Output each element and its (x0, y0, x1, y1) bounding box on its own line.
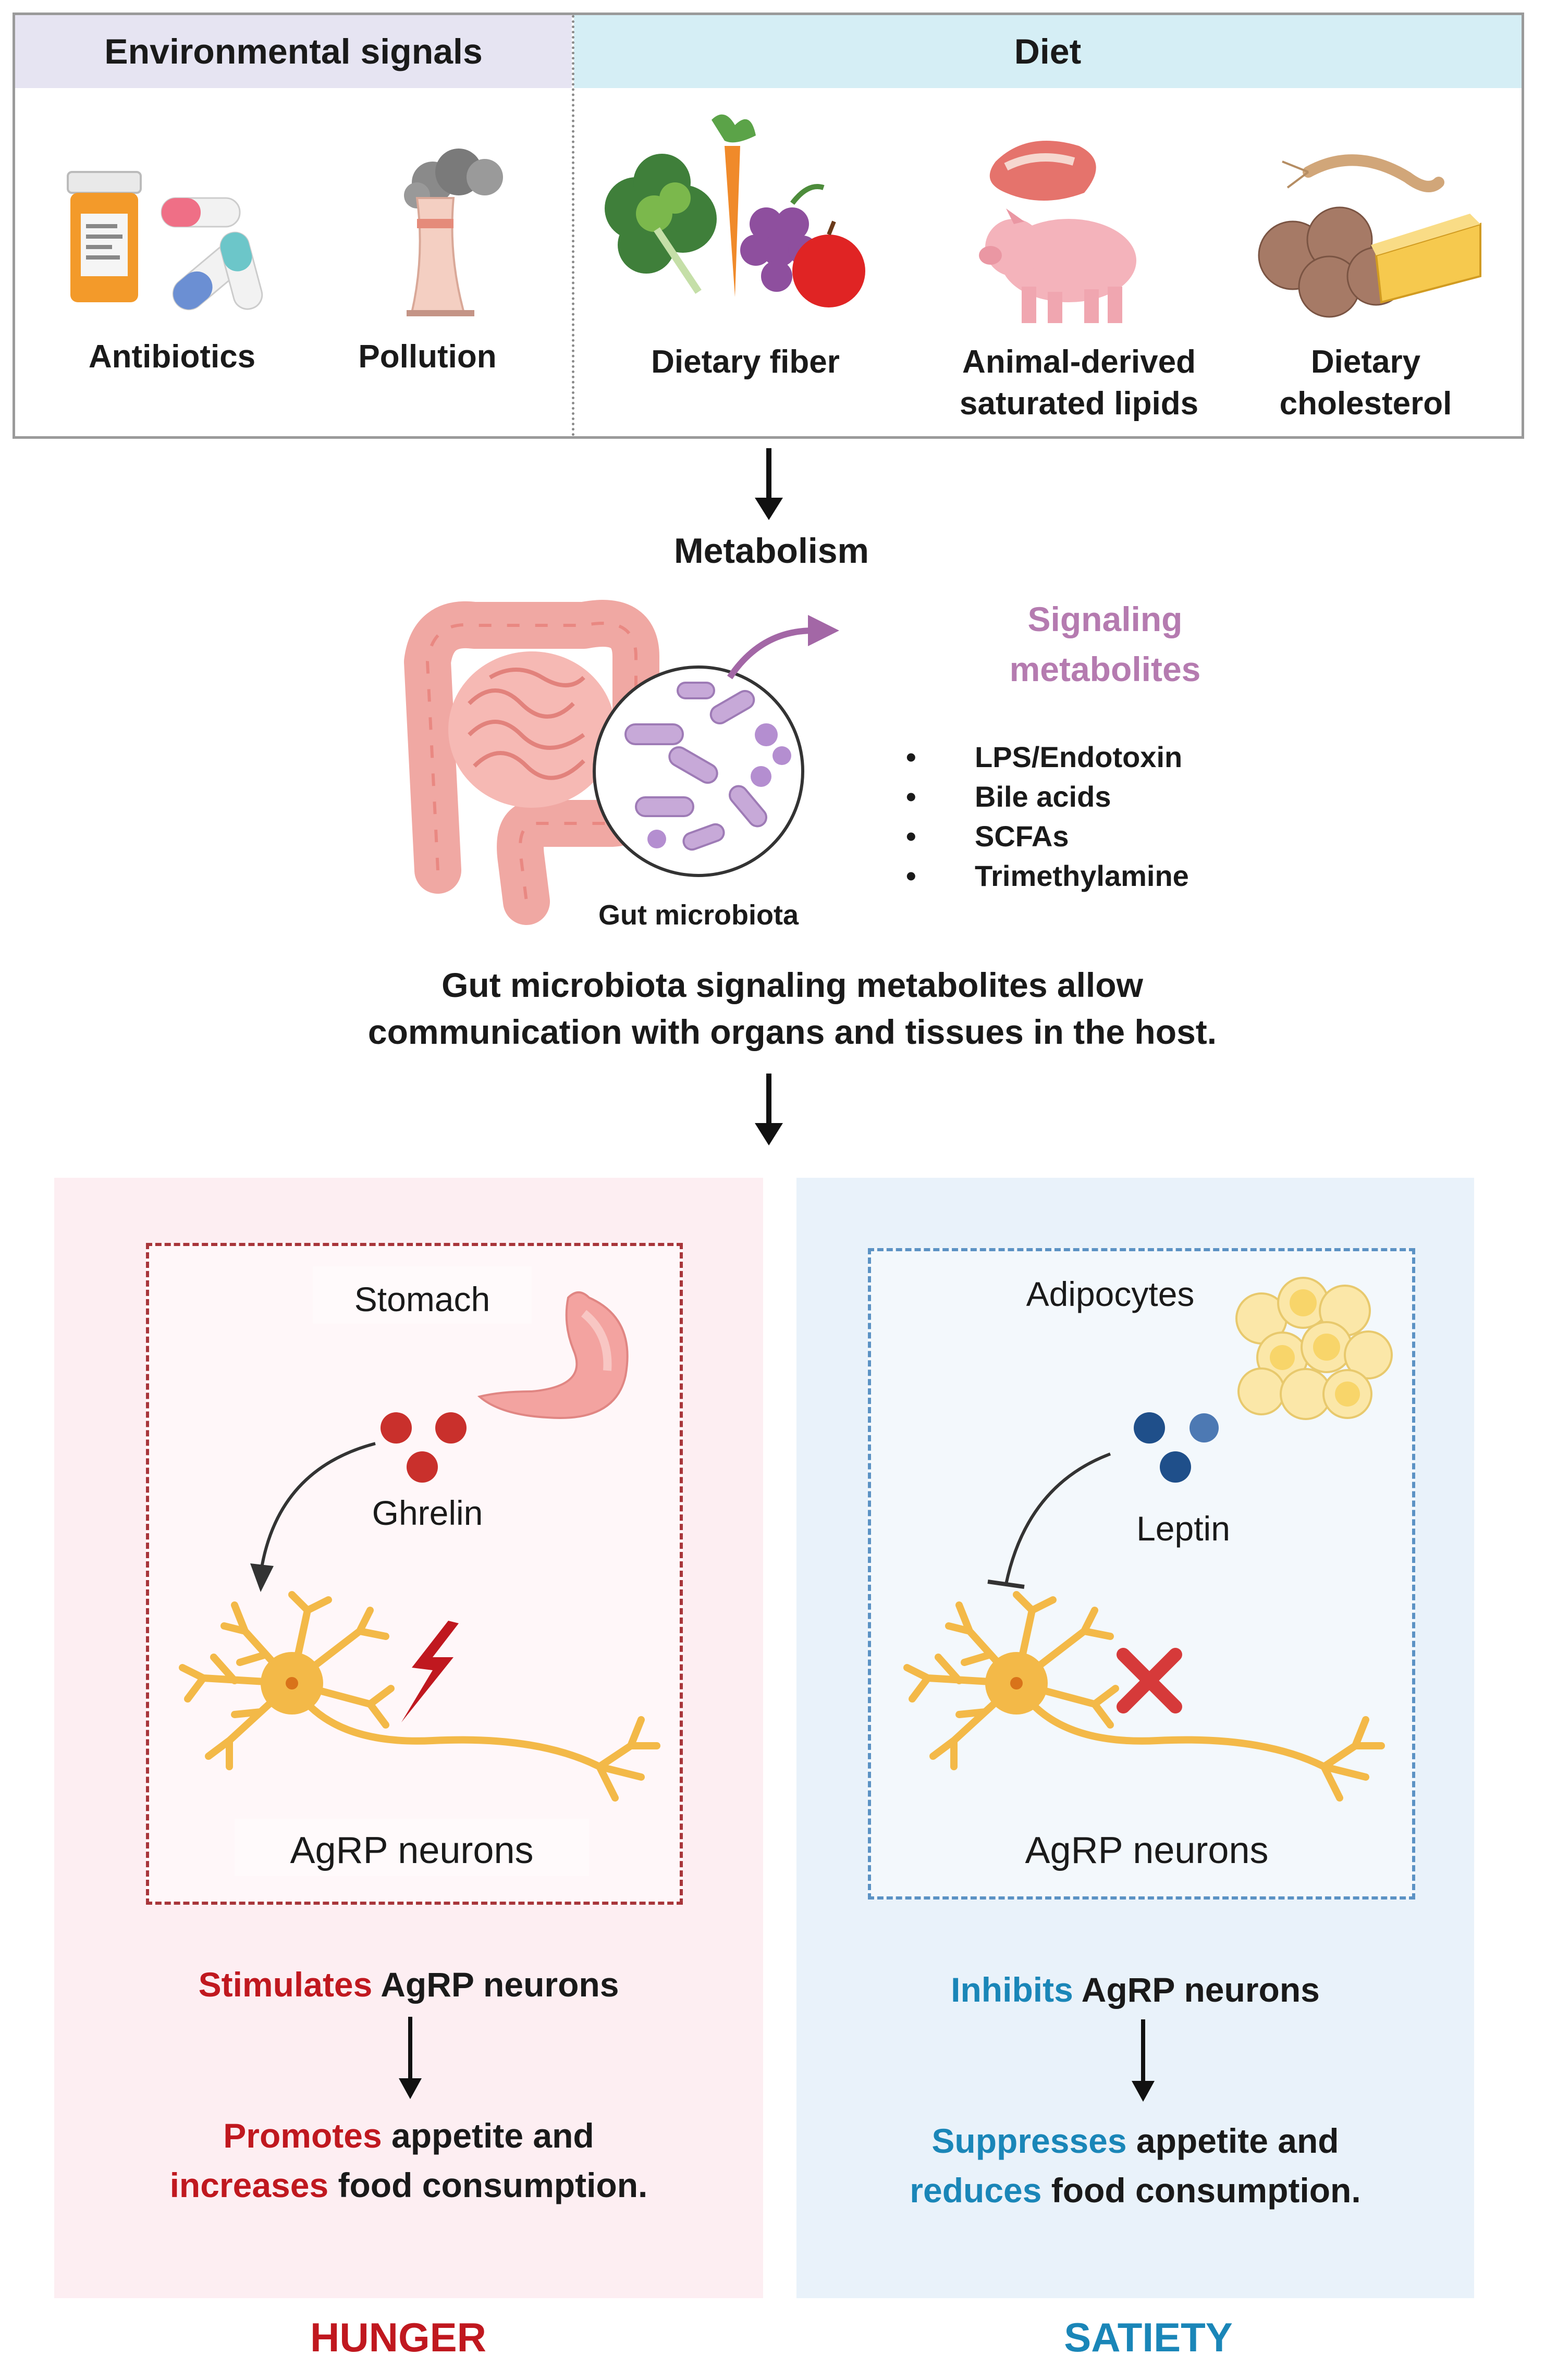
stomach-label: Stomach (354, 1280, 491, 1318)
environmental-signals-header: Environmental signals (15, 15, 572, 88)
top-panel (13, 13, 1524, 439)
panel-divider (572, 15, 574, 436)
gut-intestine-icon (404, 600, 839, 925)
diet-label: Diet (1014, 32, 1082, 71)
satiety-effect-rest: AgRP neurons (1073, 1970, 1320, 2009)
dietary-fiber-icon (605, 114, 865, 307)
leptin-icon (1134, 1412, 1219, 1483)
inhibits-word: Inhibits (951, 1970, 1073, 2009)
pollution-label: Pollution (358, 339, 497, 375)
antibiotics-icon (67, 171, 263, 311)
diet-header: Diet (574, 15, 1522, 88)
signaling-metabolites-title: Signaling metabolites (1009, 600, 1201, 688)
down-arrow-2 (755, 1074, 783, 1145)
leptin-inhibit-icon (987, 1452, 1111, 1589)
suppresses-word: Suppresses (931, 2122, 1127, 2160)
stimulates-word: Stimulates (198, 1965, 373, 2004)
adipocytes-icon (1235, 1277, 1393, 1420)
leptin-label: Leptin (1136, 1509, 1230, 1548)
dietary-fiber-label: Dietary fiber (651, 344, 840, 380)
hunger-effect-rest: AgRP neurons (372, 1965, 619, 2004)
hunger-outcome-line2: increases food consumption. (169, 2166, 648, 2204)
metabolite-list: •LPS/Endotoxin •Bile acids •SCFAs •Trime… (902, 740, 1267, 898)
satiety-down-arrow (1132, 2019, 1155, 2102)
metabolite-item: •LPS/Endotoxin (906, 741, 1183, 773)
ghrelin-label: Ghrelin (372, 1494, 483, 1532)
x-mark-icon (1117, 1648, 1182, 1713)
hunger-down-arrow (399, 2017, 422, 2099)
ghrelin-icon (381, 1412, 467, 1483)
summary-text: Gut microbiota signaling metabolites all… (367, 966, 1217, 1051)
reduces-word: reduces (910, 2171, 1042, 2210)
hunger-footer: HUNGER (310, 2314, 486, 2360)
animal-lipids-icon (979, 141, 1136, 323)
animal-lipids-label: Animal-derived saturated lipids (959, 344, 1199, 422)
satiety-neurons-label: AgRP neurons (1025, 1830, 1269, 1871)
hunger-effect: Stimulates AgRP neurons (54, 1965, 763, 2004)
cholesterol-label: Dietary cholesterol (1279, 344, 1452, 422)
hunger-neurons-label: AgRP neurons (290, 1830, 534, 1871)
gut-microbiota-label: Gut microbiota (598, 899, 799, 931)
metabolite-item: •Bile acids (906, 780, 1111, 813)
stomach-label-bg (313, 1266, 532, 1324)
promotes-word: Promotes (223, 2116, 382, 2155)
lightning-icon (401, 1621, 459, 1722)
ghrelin-arrow-icon (250, 1442, 376, 1592)
hunger-neurons-bg (235, 1819, 589, 1876)
metabolism-title: Metabolism (673, 531, 869, 571)
pollution-icon (404, 149, 503, 316)
metabolite-item: •Trimethylamine (906, 859, 1189, 892)
metabolite-item: •SCFAs (906, 820, 1069, 853)
satiety-outcome-line2: reduces food consumption. (910, 2171, 1361, 2210)
adipocytes-label: Adipocytes (1026, 1275, 1195, 1313)
antibiotics-label: Antibiotics (88, 339, 256, 375)
satiety-effect: Inhibits AgRP neurons (796, 1970, 1474, 2009)
increases-word: increases (169, 2166, 329, 2204)
stomach-icon (477, 1291, 629, 1419)
hunger-outcome-line1: Promotes appetite and (223, 2116, 594, 2155)
neuron-satiety-icon (903, 1591, 1385, 1802)
satiety-outcome-line1: Suppresses appetite and (931, 2122, 1339, 2160)
neuron-hunger-icon (179, 1591, 660, 1802)
down-arrow-1 (755, 448, 783, 520)
environmental-signals-label: Environmental signals (104, 32, 483, 71)
dietary-cholesterol-icon (1258, 154, 1481, 318)
satiety-footer: SATIETY (1064, 2314, 1233, 2360)
